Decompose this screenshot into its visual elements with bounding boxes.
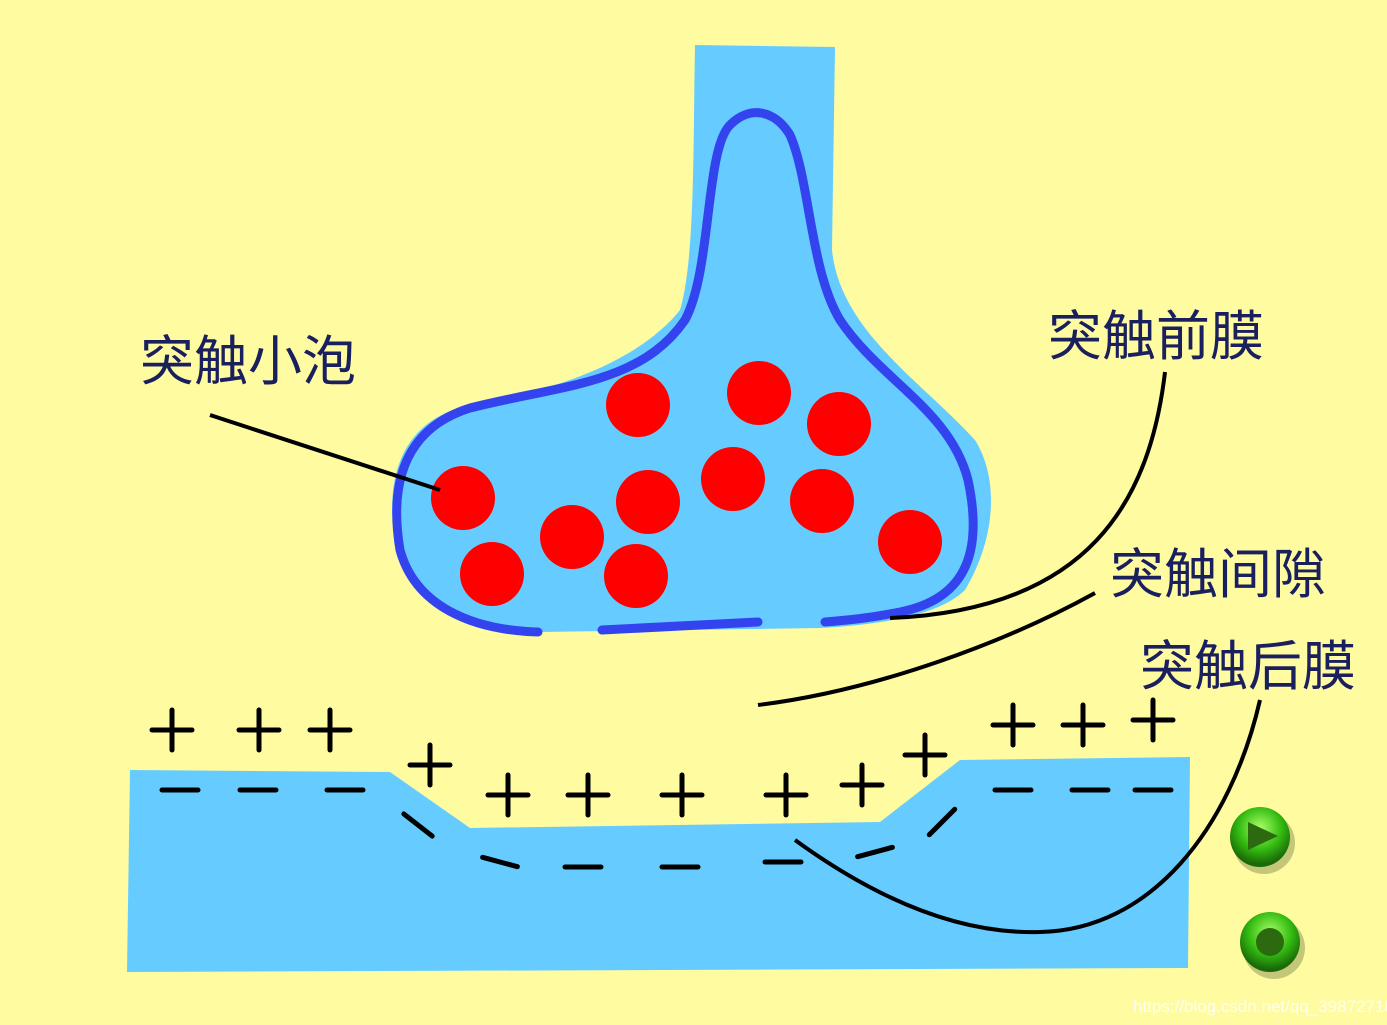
play-button[interactable] — [1230, 807, 1295, 874]
label-postsynaptic-membrane: 突触后膜 — [1140, 635, 1356, 698]
watermark: https://blog.csdn.net/qq_39872710 — [1133, 997, 1387, 1016]
synaptic-vesicle — [790, 469, 854, 533]
negative-charge — [855, 844, 895, 860]
label-presynaptic-membrane: 突触前膜 — [1048, 305, 1264, 368]
label-vesicle: 突触小泡 — [140, 330, 356, 393]
negative-charge — [480, 854, 520, 870]
vesicle-leader-line — [209, 413, 441, 492]
postsynaptic-cell — [127, 757, 1190, 972]
synaptic-vesicle — [604, 544, 668, 608]
synaptic-vesicle — [460, 542, 524, 606]
play-icon — [1248, 822, 1278, 850]
synaptic-vesicle — [606, 373, 670, 437]
presynaptic-membrane-gap-segment — [597, 617, 763, 635]
synaptic-vesicle — [807, 392, 871, 456]
synaptic-vesicle — [540, 505, 604, 569]
synaptic-vesicle — [701, 447, 765, 511]
postsynaptic-leader-line — [793, 699, 1262, 935]
charge-group — [149, 697, 1176, 870]
presynaptic-leader-line — [889, 371, 1167, 620]
negative-charge — [401, 811, 435, 839]
synaptic-vesicle — [431, 466, 495, 530]
presynaptic-membrane — [392, 108, 978, 637]
vesicle-group — [431, 361, 942, 608]
stop-button[interactable] — [1240, 912, 1305, 979]
synaptic-vesicle — [616, 470, 680, 534]
label-synaptic-cleft: 突触间隙 — [1110, 543, 1326, 606]
synaptic-vesicle — [727, 361, 791, 425]
stop-icon — [1256, 928, 1284, 956]
negative-charge — [926, 806, 958, 838]
cleft-leader-line — [757, 591, 1096, 707]
synaptic-vesicle — [878, 510, 942, 574]
leader-lines — [209, 371, 1262, 935]
